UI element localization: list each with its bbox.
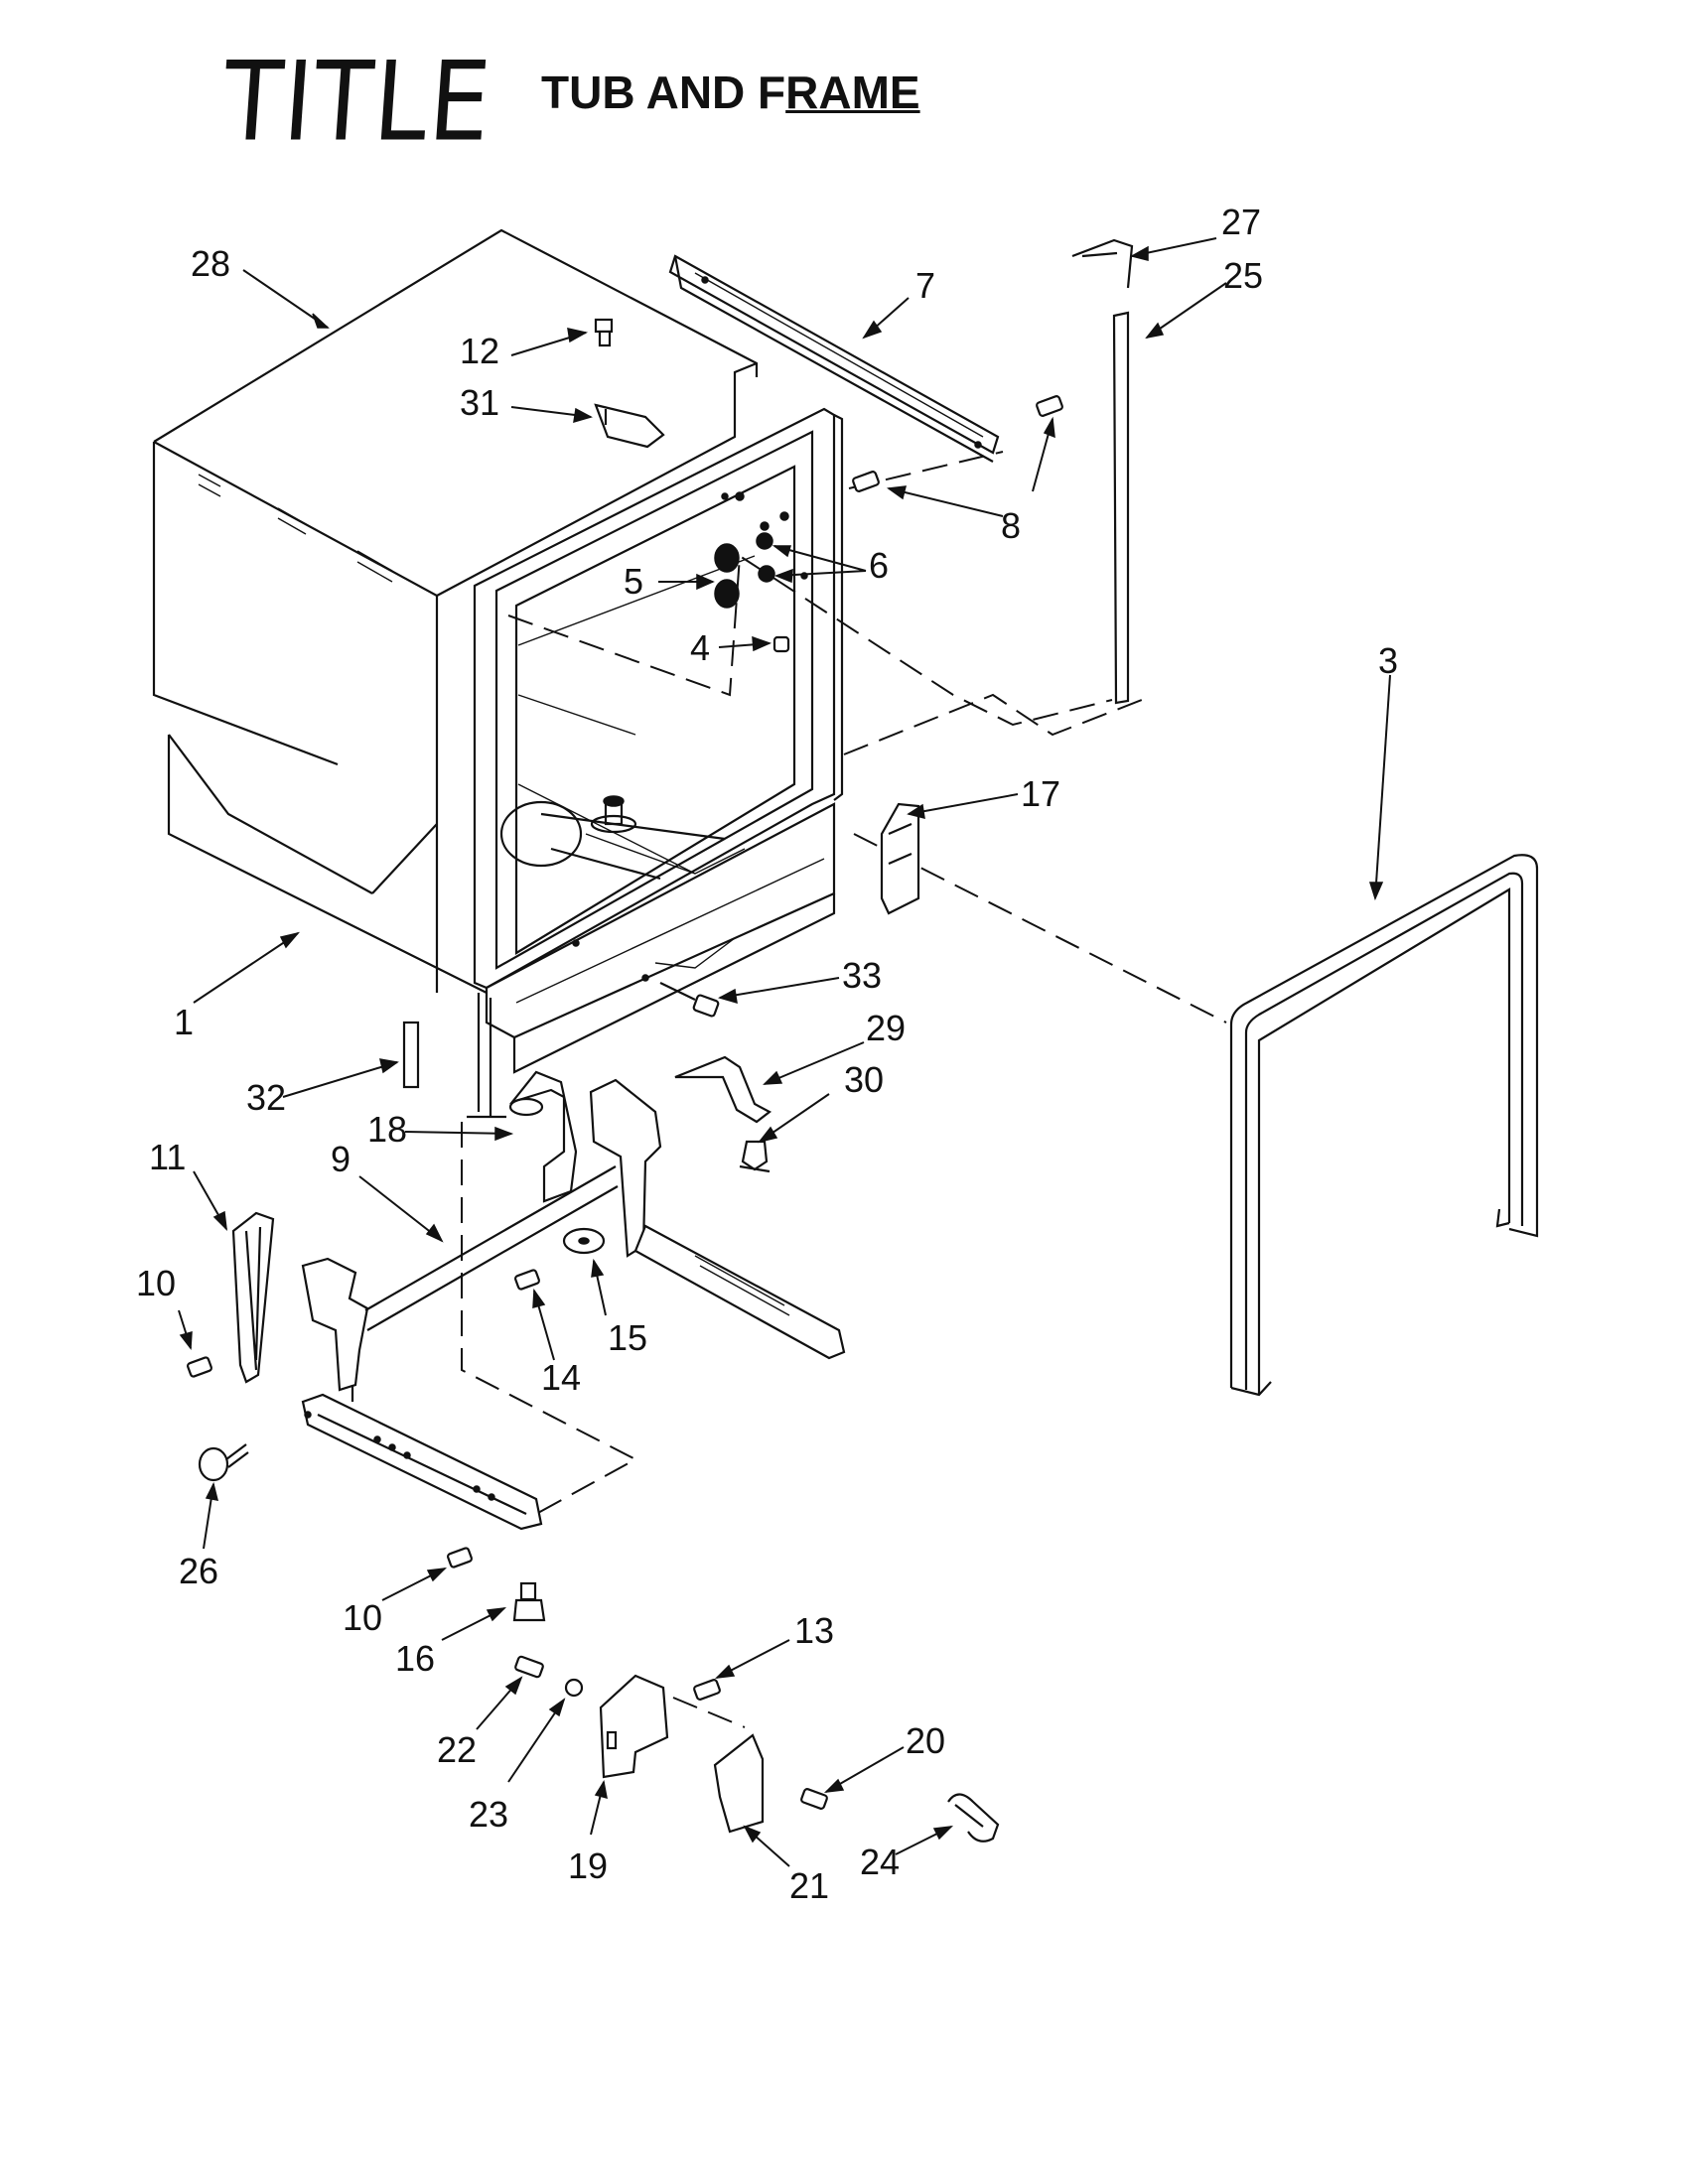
part-26-leveling-leg: [198, 1443, 249, 1482]
callout-6: 6: [869, 545, 889, 586]
callout-33: 33: [842, 955, 882, 996]
part-19-bracket: [599, 1674, 669, 1779]
callout-9: 9: [331, 1139, 351, 1179]
part-30-thermostat: [739, 1140, 771, 1173]
callout-21: 21: [789, 1865, 829, 1906]
callout-4: 4: [690, 627, 710, 668]
callout-10-upper: 10: [136, 1263, 176, 1303]
callout-12: 12: [460, 331, 499, 371]
part-14-screw: [514, 1269, 540, 1291]
part-13-screw: [693, 1679, 721, 1701]
callout-14: 14: [541, 1357, 581, 1398]
diagram-title: TUB AND FRAME: [541, 66, 920, 119]
callout-10-lower: 10: [343, 1597, 382, 1638]
part-9-base-frame: [301, 1078, 846, 1531]
callout-1: 1: [174, 1002, 194, 1042]
part-10-screws: [187, 1356, 473, 1569]
callout-19: 19: [568, 1845, 608, 1886]
callout-28: 28: [191, 243, 230, 284]
callout-11: 11: [149, 1137, 186, 1177]
callout-20: 20: [906, 1720, 945, 1761]
callout-27: 27: [1221, 202, 1261, 242]
callout-numbers: 28 27 25 7 12 31 8 5 6 4 3 17 1 33 29 30…: [136, 202, 1398, 1906]
callout-24: 24: [860, 1842, 900, 1882]
callout-18: 18: [367, 1109, 407, 1150]
part-33-screw: [659, 982, 720, 1018]
callout-32: 32: [246, 1077, 286, 1118]
title-underlined: RAME: [785, 67, 920, 118]
part-25-strip: [1071, 238, 1134, 705]
part-18-hinge-cover: [508, 1070, 578, 1203]
callout-17: 17: [1021, 773, 1060, 814]
callout-29: 29: [866, 1008, 906, 1048]
part-23-washer: [564, 1678, 584, 1698]
part-22-screw: [514, 1655, 544, 1679]
callout-5: 5: [624, 561, 643, 602]
callout-26: 26: [179, 1551, 218, 1591]
callout-31: 31: [460, 382, 499, 423]
part-3-gasket: [1229, 854, 1539, 1397]
part-5-6-4-hardware: [714, 532, 790, 653]
title-plain: TUB AND F: [541, 67, 786, 118]
callout-25: 25: [1223, 255, 1263, 296]
part-32-pad: [402, 1021, 420, 1089]
part-7-rail: [668, 254, 1000, 463]
leader-lines: [178, 237, 1391, 1867]
callout-7: 7: [915, 265, 935, 306]
callout-23: 23: [469, 1794, 508, 1835]
tub-assembly: [152, 228, 844, 1119]
part-24-clip: [947, 1793, 1000, 1843]
part-31-clip: [594, 403, 665, 449]
part-17-hinge-cover: [880, 802, 920, 915]
part-20-screw: [800, 1788, 828, 1810]
callout-8: 8: [1001, 505, 1021, 546]
part-8-screws: [852, 395, 1063, 492]
part-29-bracket: [674, 1055, 772, 1124]
part-21-bracket: [713, 1733, 765, 1834]
part-15-washer: [562, 1227, 606, 1255]
callout-16: 16: [395, 1638, 435, 1679]
callout-15: 15: [608, 1317, 647, 1358]
callout-30: 30: [844, 1059, 884, 1100]
callout-13: 13: [794, 1610, 834, 1651]
callout-22: 22: [437, 1729, 477, 1770]
part-12-screw: [594, 318, 614, 347]
callout-3: 3: [1378, 640, 1398, 681]
part-11-leg: [231, 1211, 275, 1384]
part-16-foot: [512, 1581, 546, 1622]
